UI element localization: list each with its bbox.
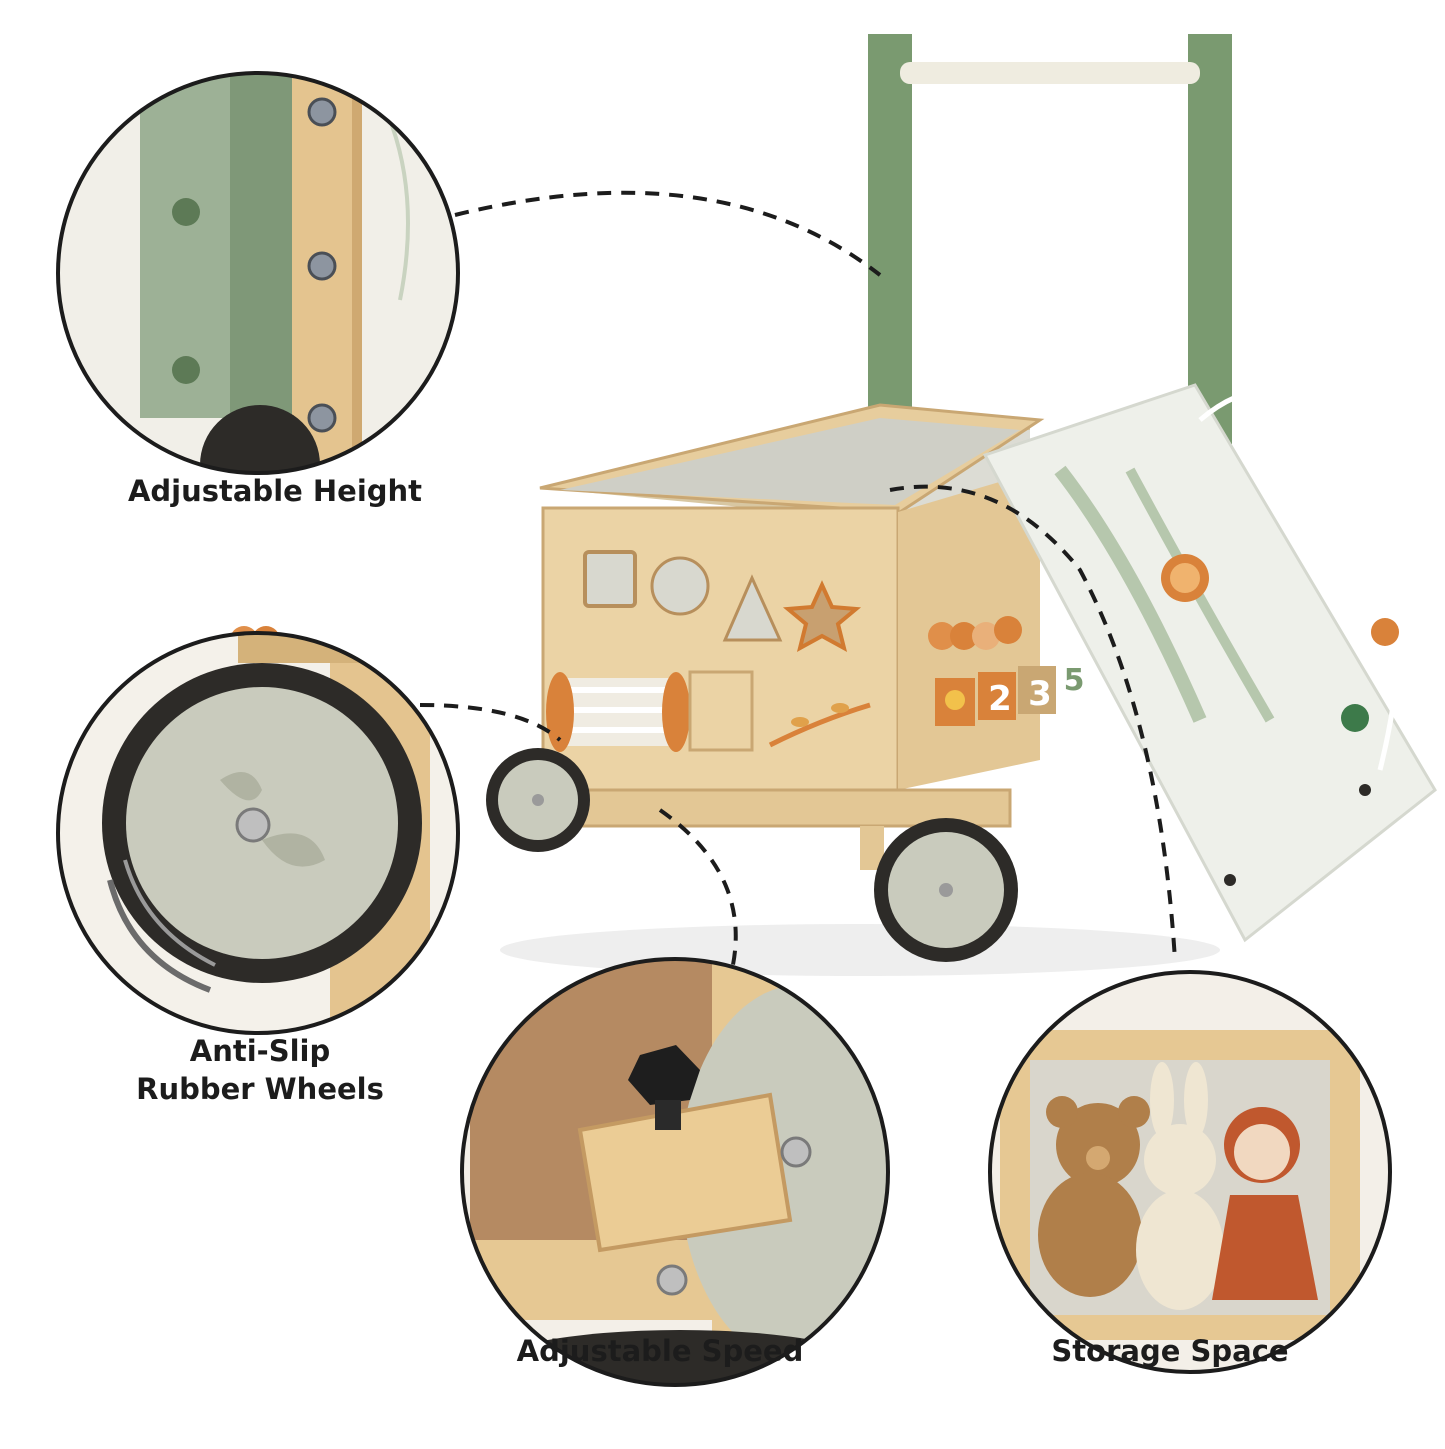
adjustable-speed-label: Adjustable Speed <box>516 1334 804 1368</box>
front-right-wheel <box>874 818 1018 962</box>
activity-board <box>982 357 1437 943</box>
abacus-number-5: 5 <box>1064 663 1085 698</box>
speed-knob <box>628 1045 700 1105</box>
front-left-wheel <box>486 748 590 852</box>
rag-doll <box>1212 1107 1318 1300</box>
rubber-wheels-label: Anti-Slip Rubber Wheels <box>110 1032 410 1108</box>
abacus-number-3: 3 <box>1028 674 1052 714</box>
abacus-number-2: 2 <box>988 679 1012 719</box>
handle-post-right <box>1188 34 1232 444</box>
detail-circle-speed <box>460 957 890 1387</box>
plush-bunny <box>1136 1062 1224 1310</box>
teddy-bear <box>1038 1096 1150 1297</box>
baby-walker: 2 3 5 <box>230 34 1437 976</box>
handle-bar <box>900 62 1200 84</box>
callout-connectors <box>419 190 1177 986</box>
roller-drum <box>546 670 754 752</box>
detail-circle-wheels <box>56 631 460 1035</box>
circle-hole <box>650 556 710 616</box>
rubber-wheels-label-line1: Anti-Slip <box>189 1034 331 1068</box>
storage-space-label: Storage Space <box>1051 1334 1289 1368</box>
square-hole <box>583 550 637 608</box>
star-hole <box>782 580 862 652</box>
rubber-wheels-label-line2: Rubber Wheels <box>136 1072 384 1106</box>
handle-post-left <box>868 34 912 414</box>
adjustable-height-label: Adjustable Height <box>127 474 423 508</box>
detail-circle-height <box>56 71 460 475</box>
sun-icon <box>945 690 965 710</box>
detail-circle-storage <box>988 970 1392 1374</box>
triangle-hole <box>722 574 783 642</box>
